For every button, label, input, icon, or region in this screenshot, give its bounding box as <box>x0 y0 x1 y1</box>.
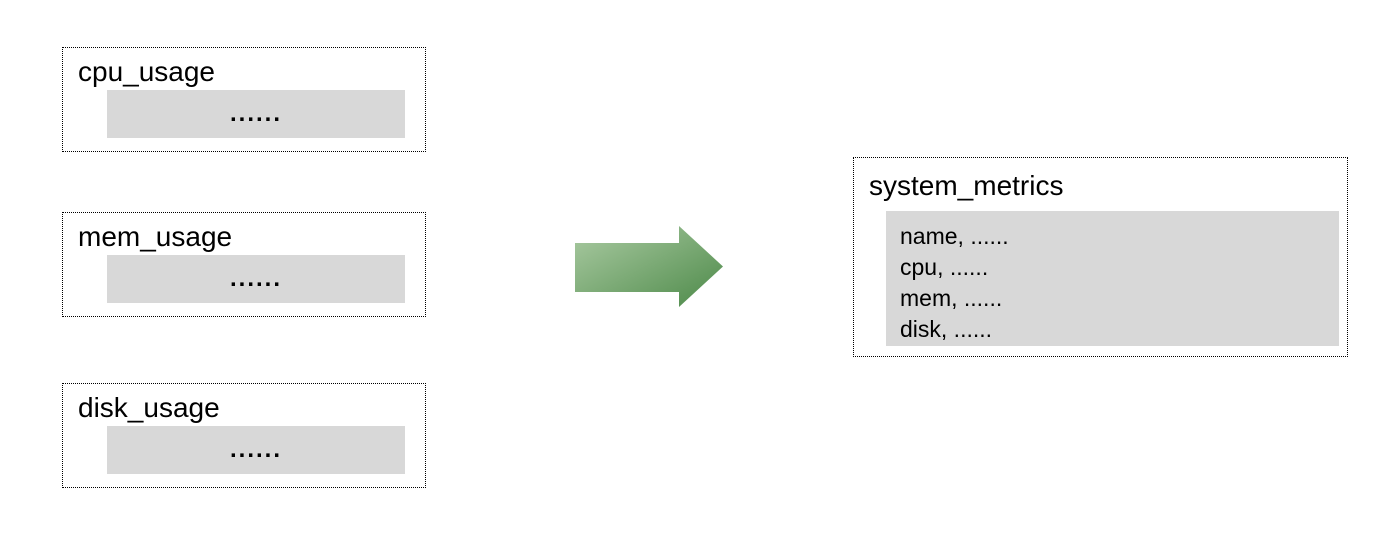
result-row-mem: mem, ...... <box>900 285 1003 311</box>
source-table-title: disk_usage <box>78 392 220 423</box>
source-table-disk-usage: disk_usage ...... <box>62 383 426 488</box>
result-table-body: name, ...... cpu, ...... mem, ...... dis… <box>886 211 1339 346</box>
source-table-cpu-usage: cpu_usage ...... <box>62 47 426 152</box>
placeholder-dots: ...... <box>229 265 282 292</box>
source-table-body: ...... <box>107 426 405 474</box>
result-row-cpu: cpu, ...... <box>900 254 989 280</box>
merge-arrow <box>575 226 723 307</box>
result-row-name: name, ...... <box>900 223 1009 249</box>
source-table-mem-usage: mem_usage ...... <box>62 212 426 317</box>
arrow-right-icon <box>575 226 723 307</box>
placeholder-dots: ...... <box>229 100 282 127</box>
placeholder-dots: ...... <box>229 436 282 463</box>
result-table-system-metrics: system_metrics name, ...... cpu, ...... … <box>853 157 1348 357</box>
source-table-body: ...... <box>107 90 405 138</box>
result-table-title: system_metrics <box>869 170 1064 201</box>
source-table-body: ...... <box>107 255 405 303</box>
source-table-title: mem_usage <box>78 221 233 252</box>
result-row-disk: disk, ...... <box>900 316 993 342</box>
source-table-title: cpu_usage <box>78 56 216 87</box>
